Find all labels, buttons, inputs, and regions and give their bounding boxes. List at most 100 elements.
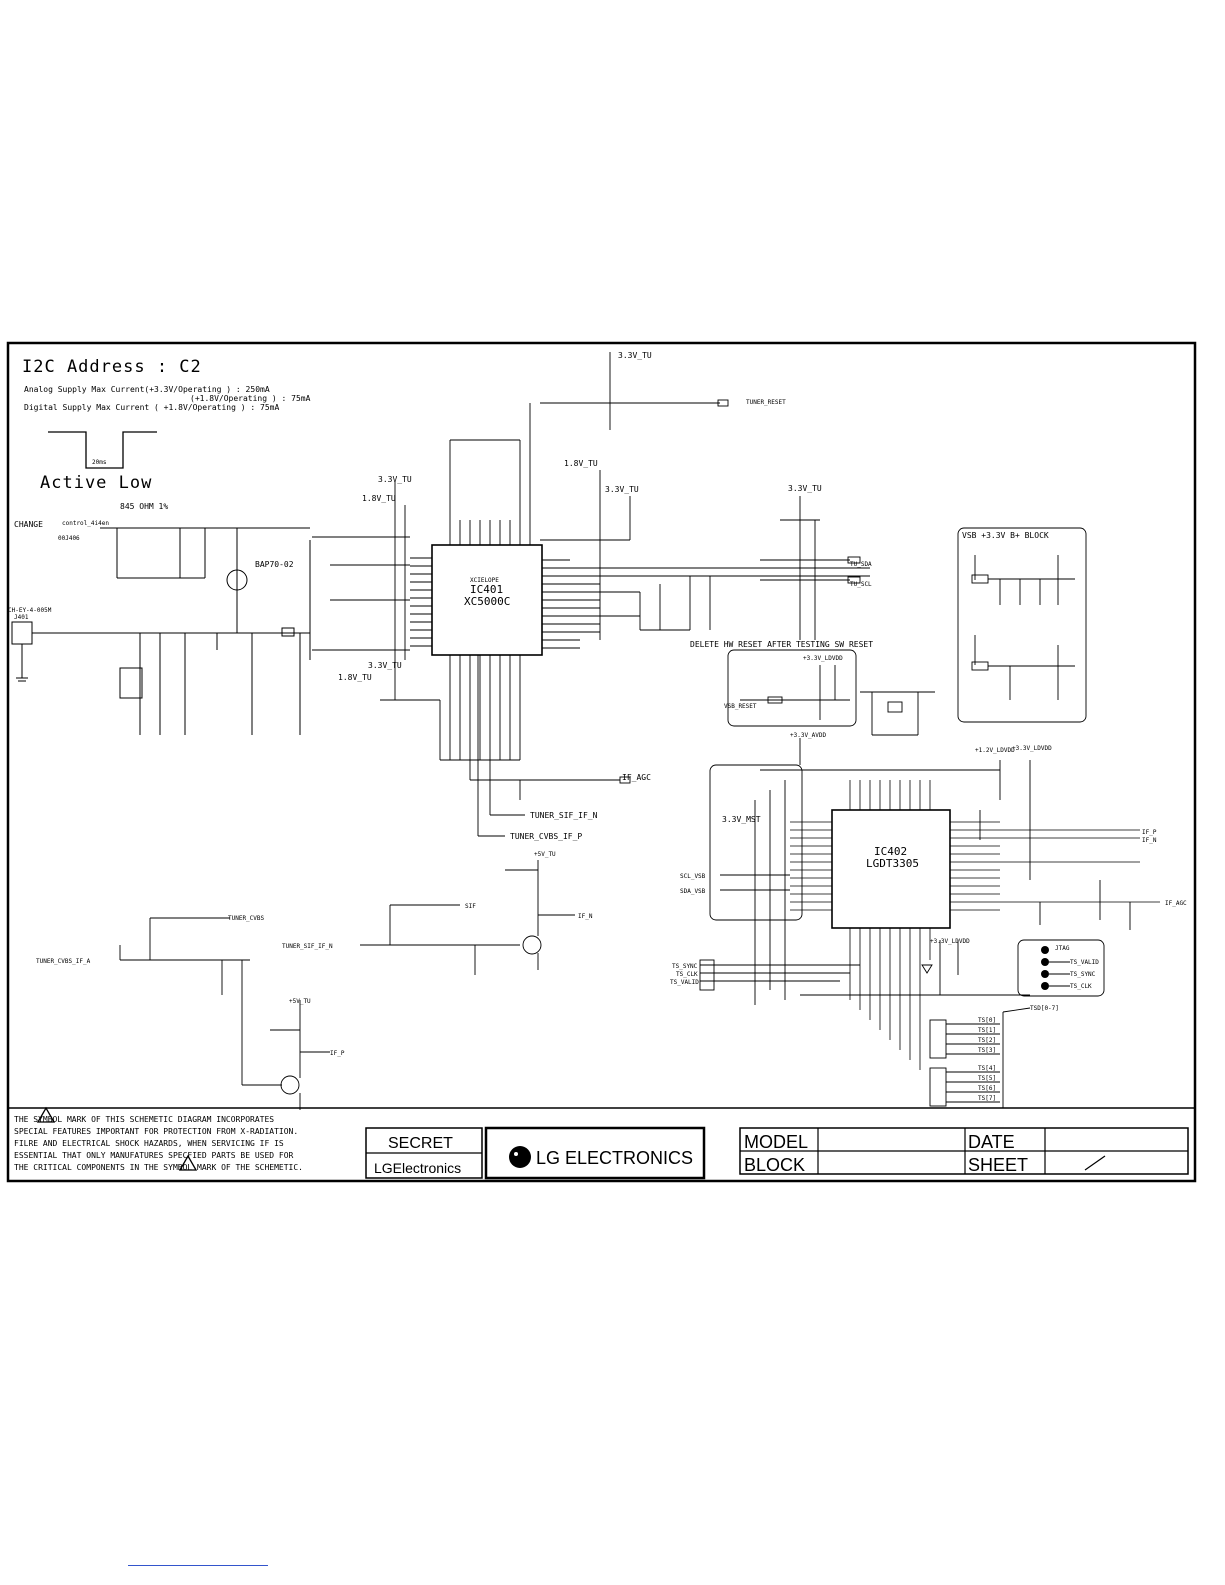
net-tu-sda: TU_SDA (850, 561, 872, 568)
net-tsd-bus: TSD[0-7] (1030, 1005, 1059, 1012)
net-if-agc: IF_AGC (622, 773, 651, 782)
ic401-maker: XCIELOPE (470, 577, 499, 584)
jack-label: J401 (14, 614, 29, 621)
ic401-ref: IC401 (470, 583, 503, 596)
net-vsb-reset: VSB_RESET (724, 703, 757, 710)
ts-bit-7: TS[7] (978, 1095, 996, 1102)
ic402-chip (790, 780, 1160, 1070)
rail-3v3-c: 3.3V_TU (605, 485, 639, 494)
jtag-pin-ts-clk: TS_CLK (1070, 983, 1092, 990)
ic402-ref: IC402 (874, 845, 907, 858)
rail-ldvdd-reset: +3.3V_LDVDD (803, 655, 843, 662)
i2c-address-title: I2C Address : C2 (22, 357, 202, 377)
net-tu-scl: TU_SCL (850, 581, 872, 588)
ts-bit-1: TS[1] (978, 1027, 996, 1034)
ic401-part: XC5000C (464, 595, 510, 608)
i2c-pullups (639, 496, 861, 640)
warning-line-4: ESSENTIAL THAT ONLY MANUFATURES SPECFIED… (14, 1151, 294, 1160)
net-tuner-cvbs-if-p: TUNER_CVBS_IF_P (510, 832, 582, 841)
sheet-label: SHEET (968, 1155, 1028, 1175)
warning-note: THE SYMBOL MARK OF THIS SCHEMETIC DIAGRA… (14, 1115, 303, 1172)
net-if-p: IF_P (330, 1050, 345, 1057)
jtag-block (1017, 939, 1105, 997)
rail-5v-b: +5V_TU (289, 998, 311, 1005)
ts-bit-0: TS[0] (978, 1017, 996, 1024)
lg-electronics-small: LGElectronics (374, 1160, 461, 1176)
lg-logo-box (484, 1126, 706, 1180)
ts-bit-5: TS[5] (978, 1075, 996, 1082)
jtag-pin-ts-sync: TS_SYNC (1070, 971, 1096, 978)
net-sif: SIF (465, 903, 476, 910)
ic401-chip (410, 403, 870, 836)
jtag-pads (1041, 946, 1070, 990)
block-label: BLOCK (744, 1155, 805, 1175)
active-low-label: Active Low (40, 473, 152, 493)
supply-line-1: Analog Supply Max Current(+3.3V/Operatin… (24, 385, 270, 394)
change-label: CHANGE (14, 520, 43, 529)
ic401-output-wiring (470, 776, 631, 837)
rail-5v-a: +5V_TU (534, 851, 556, 858)
net-ts-clk: TS_CLK (676, 971, 698, 978)
rail-3v3-b: 3.3V_TU (378, 475, 412, 484)
rail-1v2-ldvdd: +1.2V_LDVDD (975, 747, 1015, 754)
rail-avdd: +3.3V_AVDD (790, 732, 827, 739)
rail-3v3-top: 3.3V_TU (618, 351, 652, 360)
pin-label: 00J406 (58, 535, 80, 542)
rail-3v3-ldvdd-b: +3.3V_LDVDD (1012, 745, 1052, 752)
lg-logo-icon (509, 1146, 531, 1168)
warning-line-3: FILRE AND ELECTRICAL SHOCK HAZARDS, WHEN… (14, 1139, 284, 1148)
rail-3v3-mst: 3.3V_MST (722, 815, 761, 824)
secret-label: SECRET (388, 1135, 453, 1152)
ts-bus-arrays (929, 1007, 1031, 1108)
warning-triangle-icon (178, 1154, 198, 1171)
lg-electronics-large: LG ELECTRONICS (536, 1148, 693, 1168)
vsb-block-wiring (971, 555, 1075, 700)
rail-3v3-d: 3.3V_TU (788, 484, 822, 493)
ohm-note: 845 OHM 1% (120, 502, 168, 511)
supply-line-2: (+1.8V/Operating ) : 75mA (190, 394, 311, 403)
reset-pulse-waveform (48, 431, 157, 469)
net-if-n-out: IF_N (1142, 837, 1157, 844)
net-if-agc-out: IF_AGC (1165, 900, 1187, 907)
net-scl-vsb: SCL_VSB (680, 873, 706, 880)
rail-1v8-a: 1.8V_TU (564, 459, 598, 468)
hw-reset-wiring (740, 665, 850, 720)
net-tuner-reset: TUNER_RESET (746, 399, 786, 406)
crystal-circuit (860, 691, 935, 736)
net-tuner-cvbs-if-a: TUNER_CVBS_IF_A (36, 958, 91, 965)
sheet-border (6, 341, 1197, 1183)
ts-bit-6: TS[6] (978, 1085, 996, 1092)
net-tuner-cvbs: TUNER_CVBS (228, 915, 265, 922)
control-label: control_4i4en (62, 520, 109, 527)
ts-bit-3: TS[3] (978, 1047, 996, 1054)
ts-bit-2: TS[2] (978, 1037, 996, 1044)
footer-link-underline (128, 1565, 268, 1566)
net-ts-valid: TS_VALID (670, 979, 699, 986)
vsb-block (957, 527, 1087, 723)
delete-reset-note: DELETE HW RESET AFTER TESTING SW RESET (690, 640, 873, 649)
warning-line-2: SPECIAL FEATURES IMPORTANT FOR PROTECTIO… (14, 1127, 298, 1136)
rail-3v3-e: 3.3V_TU (368, 661, 402, 670)
jtag-pin-ts-valid: TS_VALID (1070, 959, 1099, 966)
warning-triangle-icon (36, 1106, 56, 1123)
supply-line-3: Digital Supply Max Current ( +1.8V/Opera… (24, 403, 279, 412)
ic401-power-wiring (312, 352, 729, 761)
warning-line-1: THE SYMBOL MARK OF THIS SCHEMETIC DIAGRA… (14, 1115, 274, 1124)
connector-label: CH-EY-4-005M (8, 607, 52, 614)
rail-3v3-ldvdd-c: +3.3V_LDVDD (930, 938, 970, 945)
ts-bit-4: TS[4] (978, 1065, 996, 1072)
tuner-output-buffers (119, 860, 575, 1110)
rf-input-section (11, 527, 311, 735)
net-ts-sync: TS_SYNC (672, 963, 698, 970)
ic402-part: LGDT3305 (866, 857, 919, 870)
net-tuner-sif-if-n: TUNER_SIF_IF_N (530, 811, 598, 820)
model-label: MODEL (744, 1132, 808, 1152)
bap-label: BAP70-02 (255, 560, 294, 569)
net-if-n: IF_N (578, 913, 593, 920)
jtag-title: JTAG (1055, 945, 1070, 952)
ic402-wiring (699, 738, 1131, 1005)
net-tuner-sif-if: TUNER_SIF_IF_N (282, 943, 333, 950)
rf-connector (11, 621, 33, 645)
warning-line-5: THE CRITICAL COMPONENTS IN THE SYMBOL MA… (14, 1163, 303, 1172)
